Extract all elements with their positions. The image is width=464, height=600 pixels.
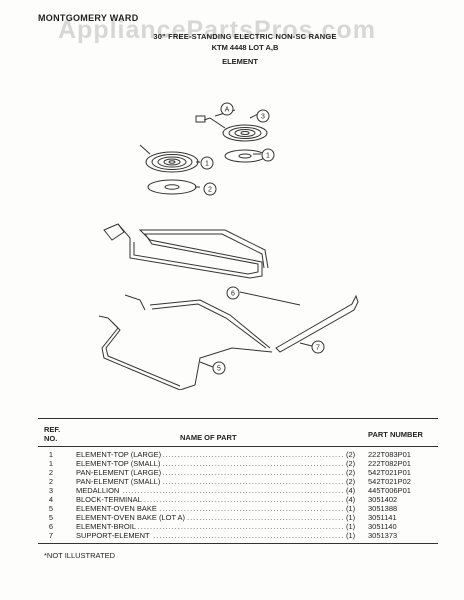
quantity: (4) [346, 486, 356, 495]
quantity: (1) [346, 513, 356, 522]
leader-dots: ........................................… [76, 531, 344, 540]
svg-text:6: 6 [231, 291, 235, 298]
ref-number: 3 [48, 486, 54, 495]
part-name: ELEMENT-TOP (SMALL) [76, 459, 163, 468]
quantity: (1) [346, 504, 356, 513]
svg-text:A: A [225, 107, 230, 114]
element-top-large-illustration [139, 144, 199, 173]
table-row: 3 ......................................… [0, 486, 464, 497]
part-name: PAN-ELEMENT (SMALL) [76, 477, 163, 486]
quantity: (2) [346, 459, 356, 468]
table-row: 2 ......................................… [0, 477, 464, 488]
ref-header: REF. [44, 425, 61, 434]
support-element-illustration [275, 294, 359, 353]
callout-1-small: 1 [261, 148, 275, 162]
callout-3: 3 [256, 109, 270, 123]
svg-text:2: 2 [208, 187, 212, 194]
footnote: *NOT ILLUSTRATED [44, 551, 115, 560]
ref-number: 2 [48, 468, 54, 477]
table-row: 7 ......................................… [0, 531, 464, 542]
model-number: KTM 4448 LOT A,B [211, 43, 279, 52]
callout-1-large: 1 [200, 156, 214, 170]
pan-element-small-illustration [224, 149, 266, 163]
table-row: 6 ......................................… [0, 522, 464, 533]
table-row: 1 ......................................… [0, 459, 464, 470]
leader-dots: ........................................… [76, 459, 344, 468]
quantity: (1) [346, 531, 356, 540]
callout-7: 7 [311, 340, 325, 354]
pan-element-large-illustration [147, 179, 197, 195]
table-top-rule [38, 418, 438, 419]
part-number: 222T083P01 [368, 450, 411, 459]
part-name: ELEMENT-OVEN BAKE (LOT A) [76, 513, 188, 522]
leader-dots: ........................................… [76, 468, 344, 477]
svg-text:1: 1 [205, 161, 209, 168]
svg-text:3: 3 [261, 114, 265, 121]
quantity: (4) [346, 495, 356, 504]
leader-dots: ........................................… [76, 486, 344, 495]
svg-text:5: 5 [217, 366, 221, 373]
element-top-small-illustration [195, 115, 268, 142]
leader-dots: ........................................… [76, 450, 344, 459]
page-title: 30" FREE-STANDING ELECTRIC NON-SC RANGE [153, 32, 337, 41]
ref-number: 4 [48, 495, 54, 504]
leader-dots: ........................................… [76, 513, 344, 522]
brand-name: MONTGOMERY WARD [38, 13, 139, 23]
part-name: BLOCK-TERMINAL [76, 495, 144, 504]
element-oven-bake-illustration [98, 299, 273, 390]
part-name: ELEMENT-TOP (LARGE) [76, 450, 164, 459]
table-row: 4 ......................................… [0, 495, 464, 506]
leader-dots: ........................................… [76, 495, 344, 504]
part-name: PAN-ELEMENT (LARGE) [76, 468, 164, 477]
table-header-rule [38, 446, 438, 447]
part-name: SUPPORT-ELEMENT [76, 531, 152, 540]
table-row: 1 ......................................… [0, 450, 464, 461]
leader-dots: ........................................… [76, 522, 344, 531]
name-of-part-header: NAME OF PART [180, 433, 237, 442]
callout-6: 6 [226, 286, 240, 300]
leader-dots: ........................................… [76, 504, 344, 513]
no-header: NO. [44, 434, 58, 443]
part-name: ELEMENT-OVEN BAKE [76, 504, 159, 513]
quantity: (2) [346, 477, 356, 486]
watermark: AppliancePartsPros.com [58, 16, 376, 44]
table-bottom-rule [38, 543, 438, 544]
ref-number: 5 [48, 504, 54, 513]
ref-number: 7 [48, 531, 54, 540]
quantity: (2) [346, 468, 356, 477]
quantity: (2) [346, 450, 356, 459]
element-broil-illustration [103, 223, 269, 311]
leader-dots: ........................................… [76, 477, 344, 486]
part-number-header: PART NUMBER [368, 430, 423, 439]
callout-2: 2 [203, 182, 217, 196]
exploded-view-diagram: A 3 1 1 2 6 7 [98, 102, 359, 390]
table-row: 2 ......................................… [0, 468, 464, 479]
callout-A: A [220, 102, 234, 116]
table-row: 5 ......................................… [0, 504, 464, 515]
part-number: 3051402 [368, 495, 398, 504]
part-name: ELEMENT-BROIL [76, 522, 139, 531]
part-number: 3051141 [368, 513, 397, 522]
ref-number: 5 [48, 513, 54, 522]
part-number: 542T021P01 [368, 468, 411, 477]
section-title: ELEMENT [222, 57, 258, 66]
part-name: MEDALLION [76, 486, 122, 495]
svg-text:7: 7 [316, 345, 320, 352]
part-number: 3051388 [368, 504, 398, 513]
ref-number: 2 [48, 477, 54, 486]
table-row: 5 ......................................… [0, 513, 464, 524]
part-number: 3051373 [368, 531, 398, 540]
quantity: (1) [346, 522, 356, 531]
part-number: 445T006P01 [368, 486, 411, 495]
part-number: 542T021P02 [368, 477, 411, 486]
part-number: 3051140 [368, 522, 397, 531]
callout-5: 5 [212, 361, 226, 375]
svg-text:1: 1 [266, 153, 270, 160]
ref-number: 1 [48, 459, 54, 468]
ref-number: 1 [48, 450, 54, 459]
part-number: 222T082P01 [368, 459, 411, 468]
ref-number: 6 [48, 522, 54, 531]
